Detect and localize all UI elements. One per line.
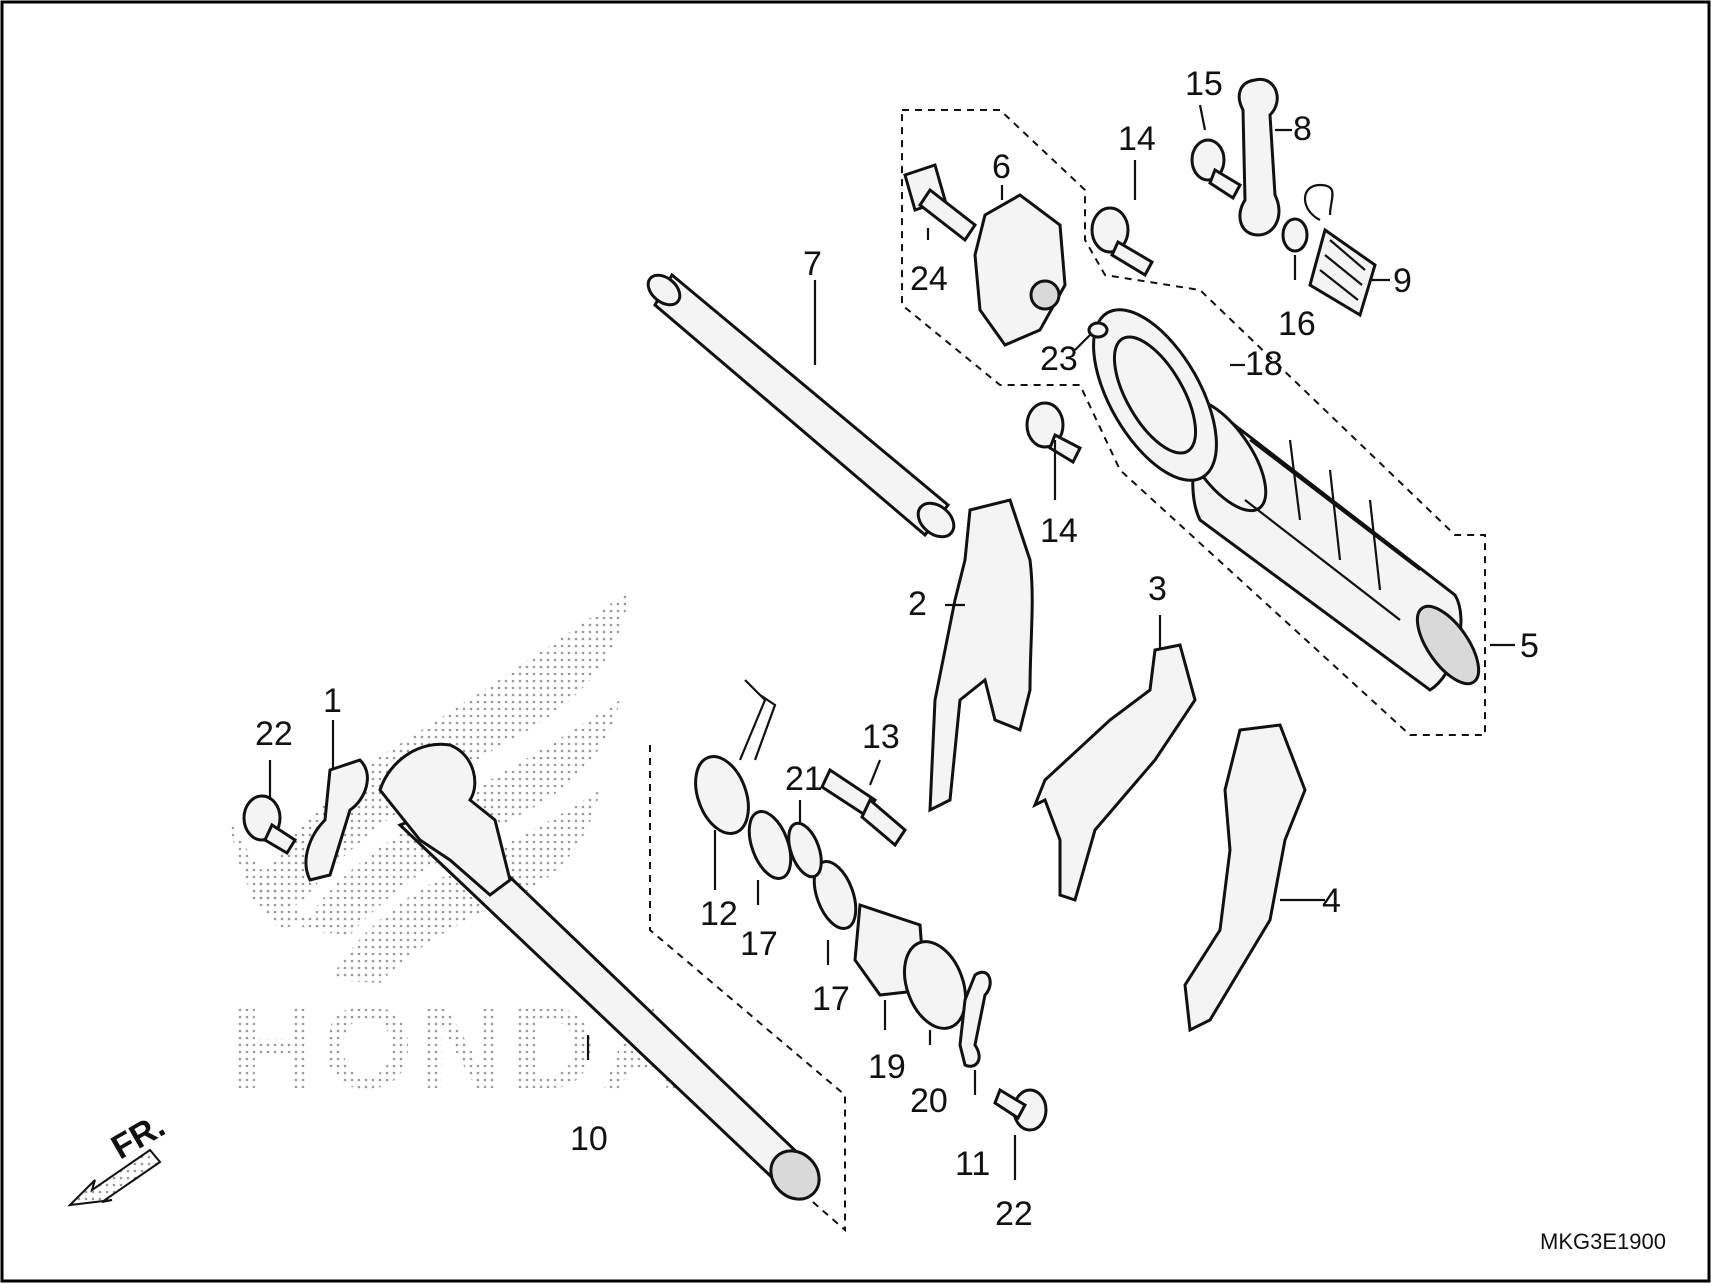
callout-6: 6: [992, 148, 1011, 186]
callout-13: 13: [862, 718, 900, 756]
callout-22a: 22: [255, 715, 293, 753]
dowel-pin: [1087, 321, 1109, 339]
spindle-plate-bolt-left: [242, 794, 298, 856]
callout-24: 24: [910, 260, 948, 298]
gearshift-spindle-group: [242, 679, 1048, 1233]
shift-fork-2: [928, 498, 1034, 813]
callout-10: 10: [570, 1120, 608, 1158]
front-arrow-icon: [67, 1148, 162, 1207]
washer-upper: [747, 810, 793, 880]
callout-19: 19: [868, 1048, 906, 1086]
spindle-spline: [769, 1149, 821, 1201]
spindle-bracket: [649, 745, 846, 1233]
callout-23: 23: [1040, 340, 1078, 378]
callout-14b: 14: [1040, 512, 1078, 550]
callout-1: 1: [323, 682, 342, 720]
shift-drum-center-star: [973, 193, 1067, 347]
callout-labels: 22 1 10 12 17 21 17 13 19 20 11 22 2 3 4…: [255, 65, 1539, 1233]
callout-17a: 17: [740, 925, 778, 963]
shift-forks: [928, 498, 1307, 1033]
stopper-washer: [1281, 217, 1309, 253]
callout-21: 21: [785, 760, 823, 798]
drum-assembly-bracket: [901, 109, 1486, 736]
diagram-code: MKG3E1900: [1540, 1229, 1666, 1254]
shift-drum-group: [646, 77, 1486, 736]
callout-16: 16: [1278, 305, 1316, 343]
shift-drum-pin-bolt-lower: [1025, 401, 1083, 465]
drum-bearing: [1092, 308, 1218, 482]
return-spring: [694, 679, 777, 835]
callout-7: 7: [803, 245, 822, 283]
callout-15: 15: [1185, 65, 1223, 103]
spindle-plate-bolt-right: [993, 1087, 1048, 1132]
stopper-spring: [1304, 183, 1377, 318]
callout-9: 9: [1393, 262, 1412, 300]
callout-11: 11: [955, 1145, 990, 1183]
callout-5: 5: [1520, 627, 1539, 665]
return-spring-pin: [820, 767, 907, 848]
callout-14a: 14: [1118, 120, 1156, 158]
washer-lower: [812, 860, 858, 930]
callout-20: 20: [910, 1082, 948, 1120]
front-direction-label: FR.: [105, 1107, 171, 1167]
shift-fork-4: [1183, 723, 1307, 1033]
circlip: [787, 821, 823, 879]
leader-lines: [268, 104, 1515, 1180]
shift-fork-3: [1032, 643, 1197, 902]
callout-12: 12: [700, 895, 738, 933]
stopper-arm-bolt: [1190, 138, 1242, 201]
shift-drum-pin-bolt-upper: [1090, 206, 1155, 278]
spindle-stopper-plate: [958, 971, 992, 1068]
stopper-arm: [1237, 77, 1281, 237]
callout-17b: 17: [812, 980, 850, 1018]
fork-shaft-rod: [646, 272, 956, 539]
callout-22b: 22: [995, 1195, 1033, 1233]
callout-4: 4: [1322, 882, 1341, 920]
spindle-plate: [304, 758, 369, 882]
callout-18: 18: [1245, 345, 1283, 383]
callout-3: 3: [1148, 570, 1167, 608]
star-bolt: [903, 163, 978, 243]
callout-2: 2: [908, 585, 927, 623]
gearshift-arm: [378, 742, 512, 897]
callout-8: 8: [1293, 110, 1312, 148]
oil-seal: [903, 940, 967, 1030]
